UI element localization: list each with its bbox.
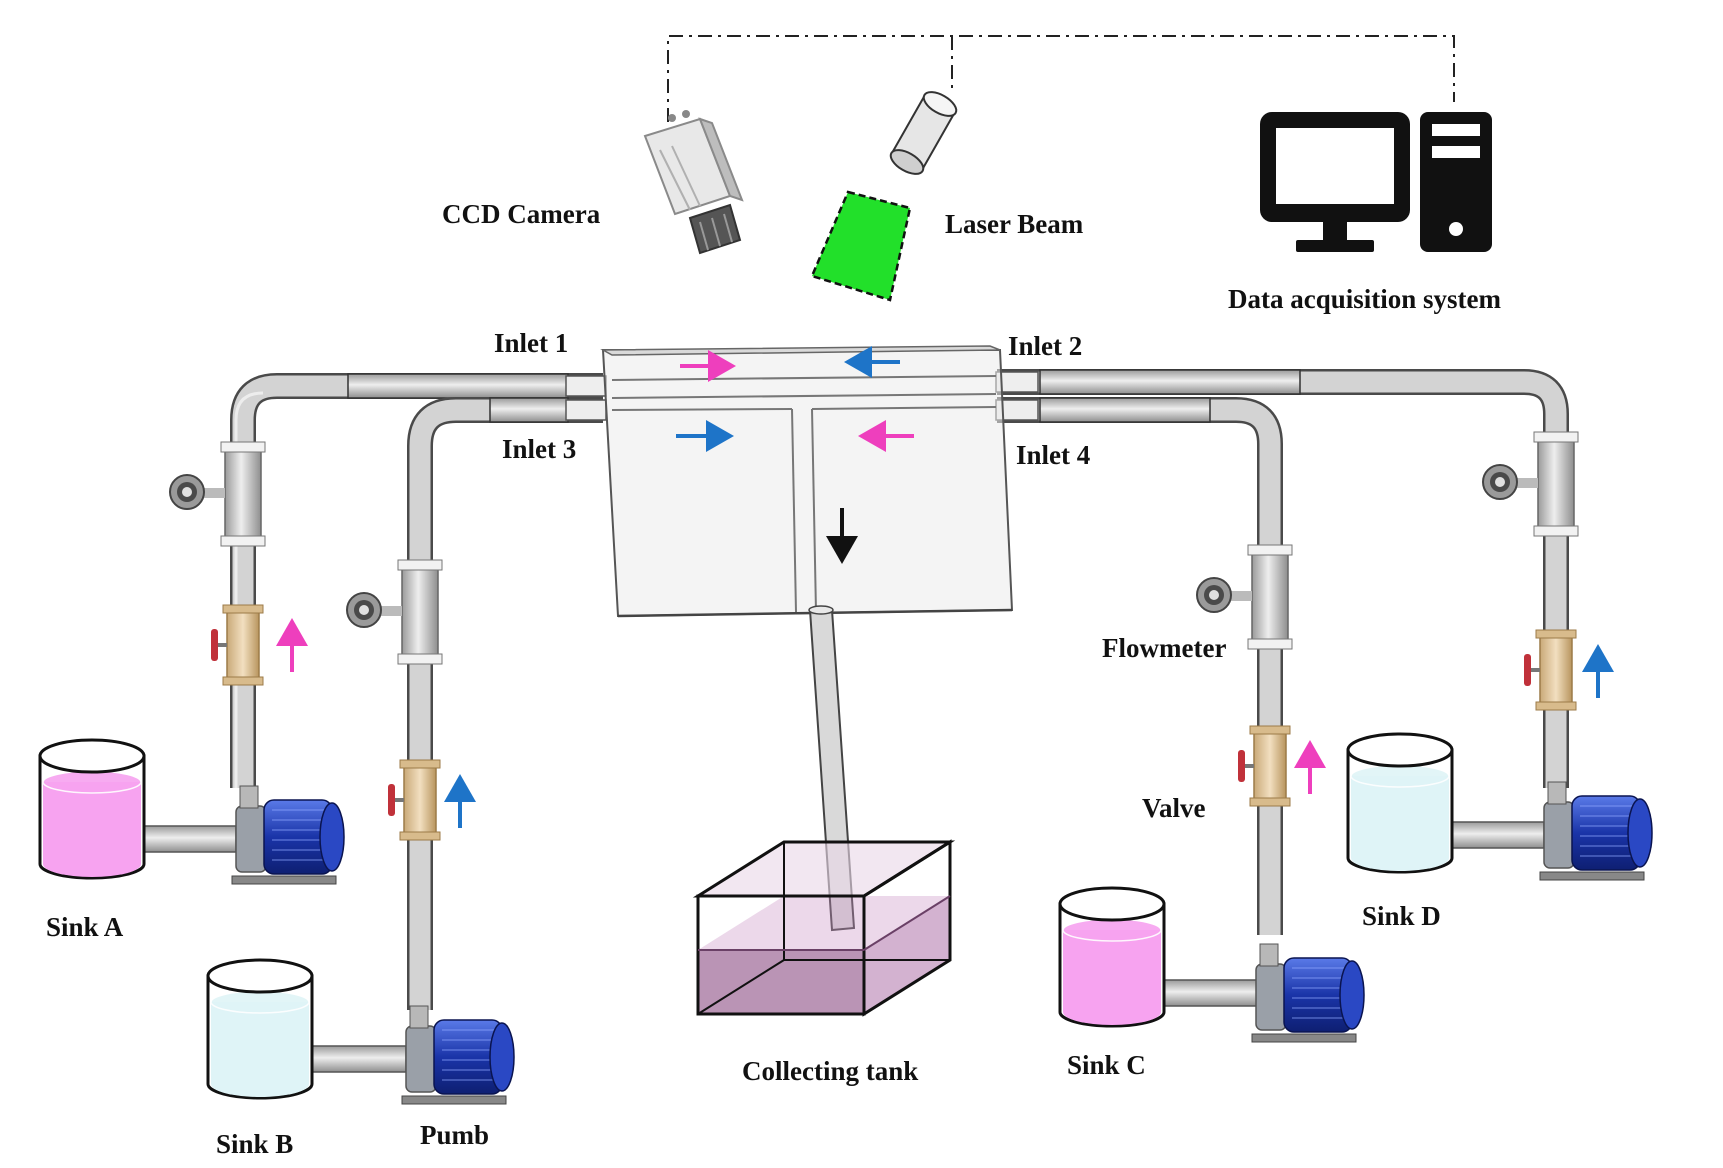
label-flowmeter: Flowmeter	[1102, 633, 1227, 663]
label-sink-d: Sink D	[1362, 901, 1441, 931]
label-pump: Pumb	[420, 1120, 490, 1150]
label-inlet-3: Inlet 3	[502, 434, 577, 464]
sink-c-icon	[1058, 886, 1166, 1028]
flowmeter-3	[1196, 544, 1293, 650]
label-sink-b: Sink B	[216, 1129, 294, 1159]
label-sink-a: Sink A	[46, 912, 124, 942]
flowmeter-1	[169, 441, 266, 547]
valve-4	[1524, 629, 1577, 711]
label-inlet-2: Inlet 2	[1008, 331, 1083, 361]
valve-icon	[211, 604, 1577, 841]
t-mixer-channel	[600, 345, 1014, 618]
flow-arrow-icon	[276, 346, 1614, 828]
valve-3	[1238, 725, 1291, 807]
laser-beam-sheet	[810, 190, 912, 302]
label-valve: Valve	[1142, 793, 1206, 823]
label-data-acquisition: Data acquisition system	[1228, 284, 1502, 314]
pump-4	[1539, 781, 1653, 881]
sink-a-icon	[38, 738, 146, 880]
label-inlet-4: Inlet 4	[1016, 440, 1091, 470]
sinks	[38, 732, 1454, 1100]
pipe-inlet-4	[997, 397, 1283, 935]
valve-2	[388, 759, 441, 841]
pump-3	[1251, 943, 1365, 1043]
sink-d-icon	[1346, 732, 1454, 874]
laser-head-icon	[889, 91, 958, 175]
label-inlet-1: Inlet 1	[494, 328, 569, 358]
signal-cables	[667, 35, 1455, 122]
label-sink-c: Sink C	[1067, 1050, 1146, 1080]
label-laser-beam: Laser Beam	[945, 209, 1084, 239]
pump-1	[231, 785, 345, 885]
pump-icon	[231, 781, 1653, 1105]
pipe-inlet-3	[407, 397, 603, 1010]
computer-icon	[1260, 112, 1492, 252]
flowmeter-icon	[169, 431, 1579, 665]
piping-network	[139, 369, 1569, 1073]
ccd-camera-icon	[643, 110, 744, 255]
label-ccd-camera: CCD Camera	[442, 199, 601, 229]
label-collecting-tank: Collecting tank	[742, 1056, 919, 1086]
flowmeter-2	[346, 559, 443, 665]
pump-2	[401, 1005, 515, 1105]
collecting-tank-icon	[692, 839, 956, 1017]
sink-b-icon	[206, 958, 314, 1100]
flowmeter-4	[1482, 431, 1579, 537]
valve-1	[211, 604, 264, 686]
